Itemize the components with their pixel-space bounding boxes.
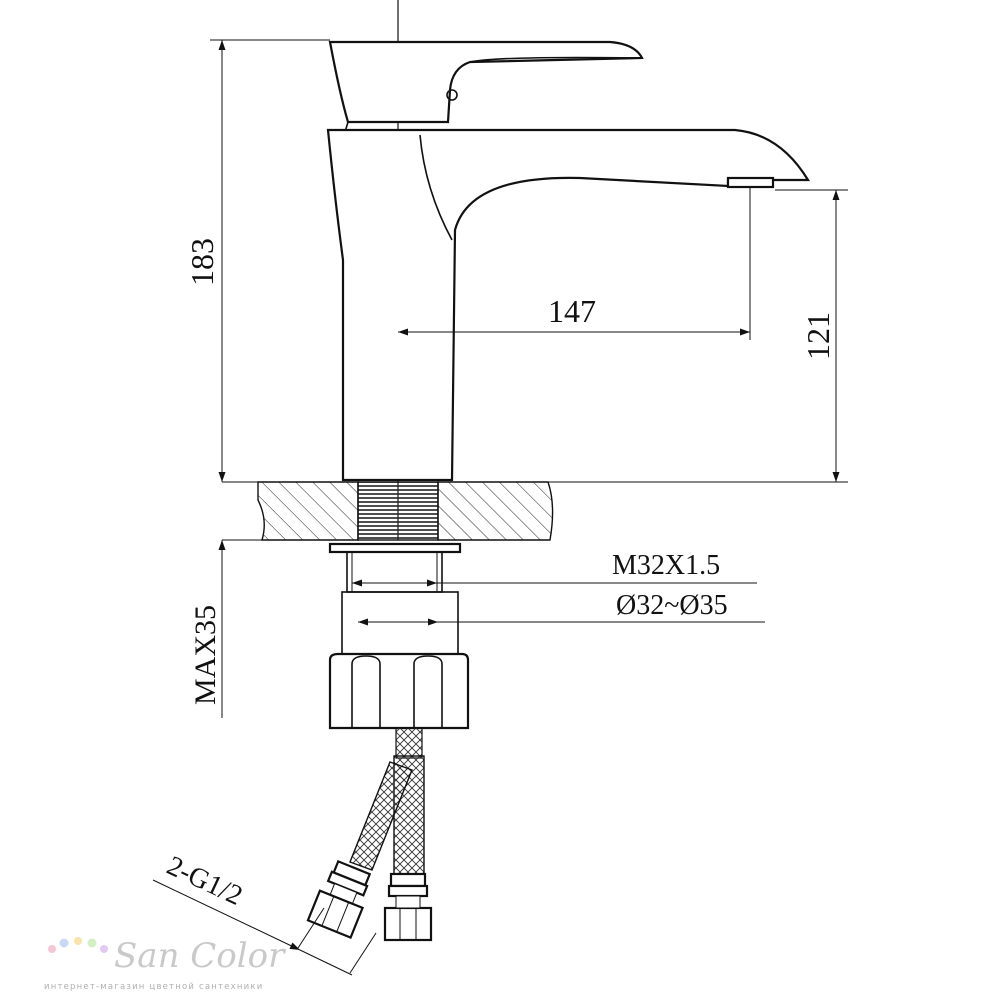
label-thread: M32X1.5 — [612, 550, 720, 581]
watermark-tagline: интернет-магазин цветной сантехники — [44, 982, 263, 992]
label-total-height: 183 — [184, 238, 220, 286]
dimension-spout-reach: 147 — [398, 186, 751, 340]
label-spout-height: 121 — [800, 312, 836, 360]
label-max-thickness: MAX35 — [189, 605, 222, 705]
dimension-total-height: 183 — [184, 39, 330, 482]
watermark-dots — [48, 937, 108, 953]
dimension-hole-diameter: Ø32~Ø35 — [358, 590, 765, 626]
label-hole-diameter: Ø32~Ø35 — [616, 590, 728, 621]
sancolor-watermark: San Color интернет-магазин цветной санте… — [44, 936, 286, 992]
watermark-brand: San Color — [114, 936, 286, 976]
label-hose-connection: 2-G1/2 — [162, 850, 247, 912]
lever-handle — [328, 40, 644, 133]
dimension-thread: M32X1.5 — [352, 550, 757, 587]
faucet-body — [326, 128, 810, 482]
countertop-section — [222, 481, 848, 541]
mounting-nut — [328, 542, 470, 730]
label-spout-reach: 147 — [548, 293, 596, 329]
dimension-max-thickness: MAX35 — [189, 540, 226, 718]
flexible-hoses — [306, 727, 433, 942]
dimension-spout-height: 121 — [775, 189, 848, 482]
